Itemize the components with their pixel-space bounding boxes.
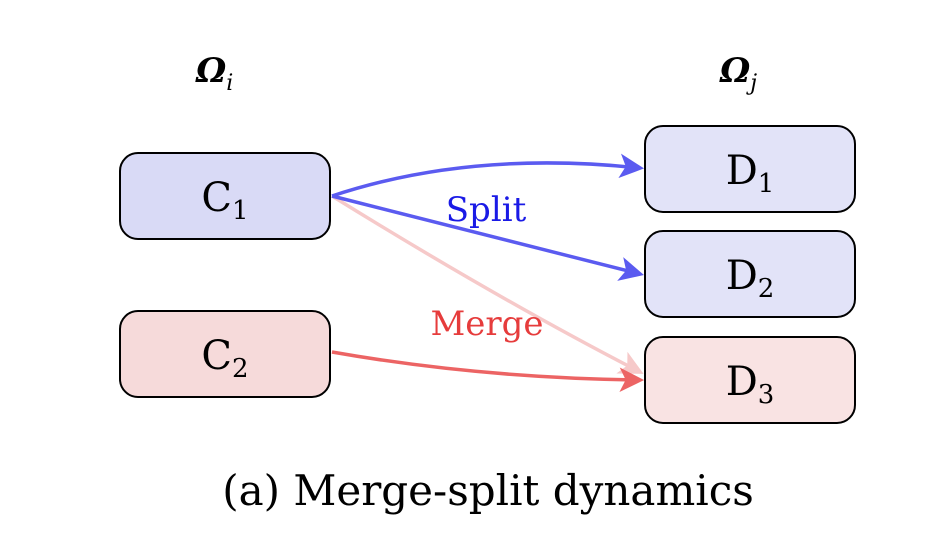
merge-edge-c1-d3 bbox=[331, 194, 644, 374]
node-d2-letter: D bbox=[726, 253, 758, 299]
split-edge-c1-d2 bbox=[331, 194, 644, 281]
domain-label-left: Ωi bbox=[195, 51, 233, 96]
node-d2: D2 bbox=[644, 230, 856, 318]
node-c2-subscript: 2 bbox=[232, 354, 249, 384]
node-d1-letter: D bbox=[726, 148, 758, 194]
node-d2-subscript: 2 bbox=[758, 274, 775, 304]
figure-caption: (a) Merge-split dynamics bbox=[222, 466, 754, 515]
svg-text:C1: C1 bbox=[201, 175, 248, 226]
domain-label-right: Ωj bbox=[719, 51, 757, 96]
svg-text:D2: D2 bbox=[726, 253, 775, 304]
node-d3-subscript: 3 bbox=[758, 380, 775, 410]
node-c1-subscript: 1 bbox=[232, 196, 249, 226]
svg-text:D1: D1 bbox=[726, 148, 775, 199]
split-edge-c1-d1 bbox=[331, 153, 645, 198]
domain-symbol-right: Ω bbox=[719, 51, 750, 91]
merge-label: Merge bbox=[430, 304, 543, 344]
node-d1: D1 bbox=[644, 125, 856, 213]
node-d1-subscript: 1 bbox=[758, 169, 775, 199]
svg-text:C2: C2 bbox=[201, 333, 248, 384]
node-c1: C1 bbox=[119, 152, 331, 240]
split-label: Split bbox=[446, 190, 527, 230]
domain-symbol-left: Ω bbox=[195, 51, 226, 91]
node-c2: C2 bbox=[119, 310, 331, 398]
svg-text:D3: D3 bbox=[726, 359, 775, 410]
node-c2-letter: C bbox=[201, 333, 232, 379]
merge-edge-c2-d3 bbox=[331, 350, 645, 392]
domain-subscript-left: i bbox=[226, 71, 233, 96]
node-c1-letter: C bbox=[201, 175, 232, 221]
node-d3: D3 bbox=[644, 336, 856, 424]
node-d3-letter: D bbox=[726, 359, 758, 405]
